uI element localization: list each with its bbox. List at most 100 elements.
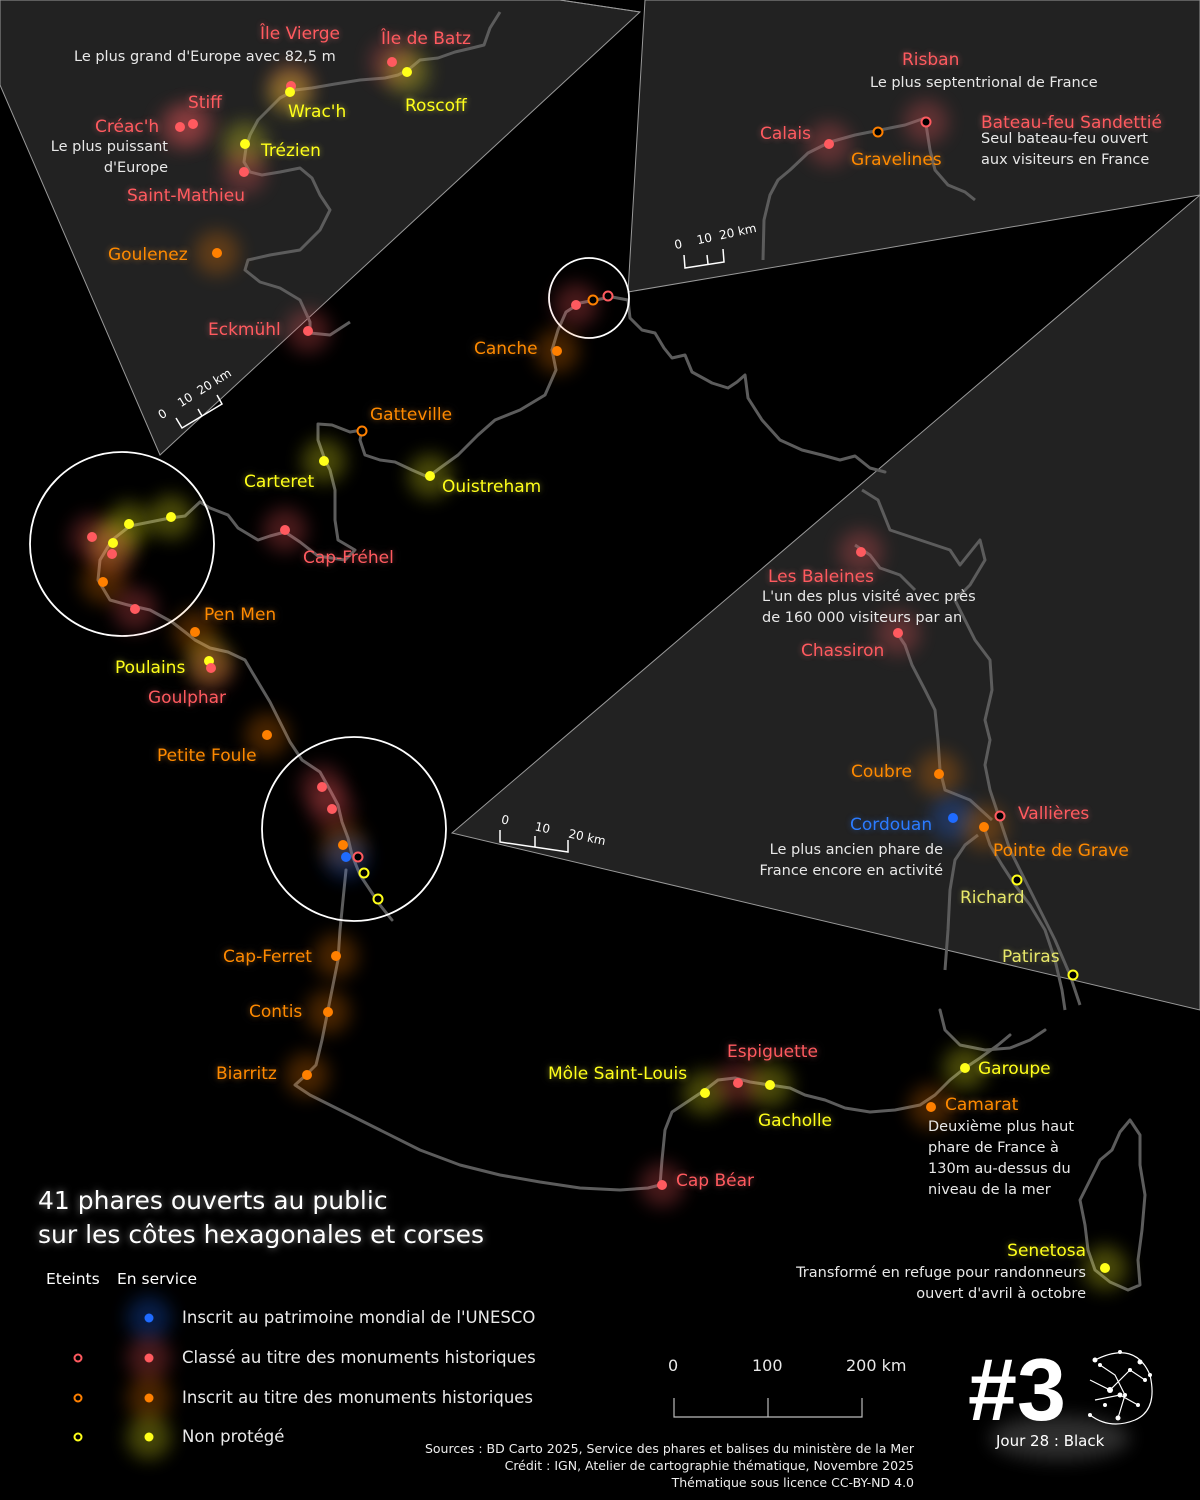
lighthouse-marker-mini-chassiron[interactable] <box>327 804 337 814</box>
lighthouse-marker-gacholle[interactable] <box>765 1080 775 1090</box>
note-line: Deuxième plus haut <box>928 1119 1074 1135</box>
lighthouse-marker-espiguette[interactable] <box>733 1078 743 1088</box>
label-camarat: Camarat <box>945 1095 1019 1115</box>
lighthouse-marker-mini-patiras[interactable] <box>372 893 384 905</box>
lighthouse-marker-cordouan[interactable] <box>948 813 958 823</box>
label-stiff: Stiff <box>188 93 222 113</box>
lighthouse-marker-mini-eckmuhl[interactable] <box>130 604 140 614</box>
note-line: Seul bateau-feu ouvert <box>981 131 1148 147</box>
lighthouse-marker-chassiron[interactable] <box>893 628 903 638</box>
lighthouse-marker-ile-de-batz[interactable] <box>387 57 397 67</box>
lighthouse-marker-trezien[interactable] <box>240 139 250 149</box>
label-patiras: Patiras <box>1002 947 1060 967</box>
magnifier-circle-brittany <box>29 451 215 637</box>
lighthouse-marker-gravelines[interactable] <box>872 126 884 138</box>
lighthouse-marker-mini-calais[interactable] <box>571 300 581 310</box>
lighthouse-marker-canche[interactable] <box>552 346 562 356</box>
label-vallieres: Vallières <box>1018 804 1090 824</box>
lighthouse-marker-mini-vallieres[interactable] <box>352 851 364 863</box>
lighthouse-marker-pointe-de-grave[interactable] <box>979 822 989 832</box>
lighthouse-marker-les-baleines[interactable] <box>856 547 866 557</box>
lighthouse-marker-mini-goulenez[interactable] <box>98 577 108 587</box>
legend-marker-non-protege[interactable] <box>144 1432 154 1442</box>
lighthouse-marker-goulphar[interactable] <box>206 663 216 673</box>
lighthouse-marker-garoupe[interactable] <box>960 1063 970 1073</box>
lighthouse-marker-camarat[interactable] <box>926 1102 936 1112</box>
legend-marker-classe-off[interactable] <box>73 1353 83 1363</box>
note-ile-vierge: Le plus grand d'Europe avec 82,5 m <box>74 49 336 65</box>
lighthouse-marker-mini-gravelines[interactable] <box>587 294 599 306</box>
lighthouse-marker-patiras[interactable] <box>1067 969 1079 981</box>
label-goulphar: Goulphar <box>148 688 227 708</box>
lighthouse-marker-mini-sandettie[interactable] <box>602 290 614 302</box>
label-canche: Canche <box>474 339 538 359</box>
lighthouse-marker-cap-ferret[interactable] <box>331 951 341 961</box>
lighthouse-marker-gatteville[interactable] <box>356 425 368 437</box>
lighthouse-marker-mini-creach[interactable] <box>87 532 97 542</box>
lighthouse-marker-petite-foule[interactable] <box>262 730 272 740</box>
inset-connector <box>559 0 641 13</box>
scale-label-0: 0 <box>668 1356 679 1375</box>
legend-marker-inscrit[interactable] <box>144 1393 154 1403</box>
legend-item-classe: Classé au titre des monuments historique… <box>182 1348 536 1367</box>
lighthouse-marker-creac-h[interactable] <box>175 122 185 132</box>
lighthouse-marker-saint-mathieu[interactable] <box>239 167 249 177</box>
lighthouse-marker-mini-trezien[interactable] <box>108 538 118 548</box>
lighthouse-marker-contis[interactable] <box>323 1007 333 1017</box>
legend-marker-unesco[interactable] <box>144 1313 154 1323</box>
lighthouse-marker-richard[interactable] <box>1011 874 1023 886</box>
lighthouse-marker-eckmuhl[interactable] <box>303 326 313 336</box>
lighthouse-marker-mini-richard[interactable] <box>358 867 370 879</box>
label-biarritz: Biarritz <box>216 1064 277 1084</box>
lighthouse-marker-ouistreham[interactable] <box>425 471 435 481</box>
lighthouse-marker-mole-saint-louis[interactable] <box>700 1088 710 1098</box>
lighthouse-marker-mini-wrach[interactable] <box>124 519 134 529</box>
brittany-inset-scale-bar <box>175 394 224 430</box>
legend-marker-classe[interactable] <box>144 1353 154 1363</box>
label-calais: Calais <box>760 124 812 144</box>
lighthouse-marker-bateau-feu-sandettie[interactable] <box>920 116 932 128</box>
legend-marker-non-protege-off[interactable] <box>73 1432 83 1442</box>
lighthouse-marker-cap-bear[interactable] <box>657 1180 667 1190</box>
label-pen-men: Pen Men <box>204 605 277 625</box>
scale-bar <box>673 1398 863 1418</box>
lighthouse-marker-calais[interactable] <box>824 139 834 149</box>
scale-label-200: 200 km <box>846 1356 907 1375</box>
legend-header-off: Eteints <box>46 1270 100 1288</box>
legend-item-unesco: Inscrit au patrimoine mondial de l'UNESC… <box>182 1308 536 1327</box>
legend-item-non-protege: Non protégé <box>182 1427 285 1446</box>
label-petite-foule: Petite Foule <box>157 746 257 766</box>
lighthouse-marker-roscoff[interactable] <box>402 67 412 77</box>
lighthouse-marker-goulenez[interactable] <box>212 248 222 258</box>
lighthouse-marker-mini-coubre[interactable] <box>338 840 348 850</box>
note-sandettie: Seul bateau-feu ouvert aux visiteurs en … <box>981 129 1149 171</box>
label-contis: Contis <box>249 1002 303 1022</box>
lighthouse-marker-senetosa[interactable] <box>1100 1263 1110 1273</box>
inset-north-panel <box>627 0 1200 293</box>
label-ouistreham: Ouistreham <box>442 477 542 497</box>
note-line: Transformé en refuge pour randonneurs <box>796 1265 1086 1281</box>
legend-marker-inscrit-off[interactable] <box>73 1393 83 1403</box>
lighthouse-marker-pen-men[interactable] <box>190 627 200 637</box>
lighthouse-marker-mini-baleines[interactable] <box>317 782 327 792</box>
label-sandettie: Bateau-feu Sandettié <box>981 113 1162 133</box>
magnifier-circle-gironde <box>261 736 447 922</box>
lighthouse-marker-vallieres[interactable] <box>994 810 1006 822</box>
lighthouse-marker-carteret[interactable] <box>319 456 329 466</box>
lighthouse-marker-mini-cordouan[interactable] <box>341 852 351 862</box>
lighthouse-marker-mini-saint-mathieu[interactable] <box>107 549 117 559</box>
lighthouse-marker-stiff[interactable] <box>188 119 198 129</box>
label-senetosa: Senetosa <box>1007 1241 1086 1261</box>
lighthouse-marker-wrac-h[interactable] <box>285 87 295 97</box>
lighthouse-marker-biarritz[interactable] <box>302 1070 312 1080</box>
lighthouse-marker-mini-roscoff[interactable] <box>166 512 176 522</box>
legend-item-inscrit: Inscrit au titre des monuments historiqu… <box>182 1388 534 1407</box>
label-ile-de-batz: Île de Batz <box>381 29 471 49</box>
note-line: aux visiteurs en France <box>981 152 1150 168</box>
label-carteret: Carteret <box>244 472 315 492</box>
north-inset-scale-bar <box>683 248 725 269</box>
lighthouse-marker-coubre[interactable] <box>934 769 944 779</box>
label-gatteville: Gatteville <box>370 405 453 425</box>
lighthouse-marker-cap-frehel[interactable] <box>280 525 290 535</box>
